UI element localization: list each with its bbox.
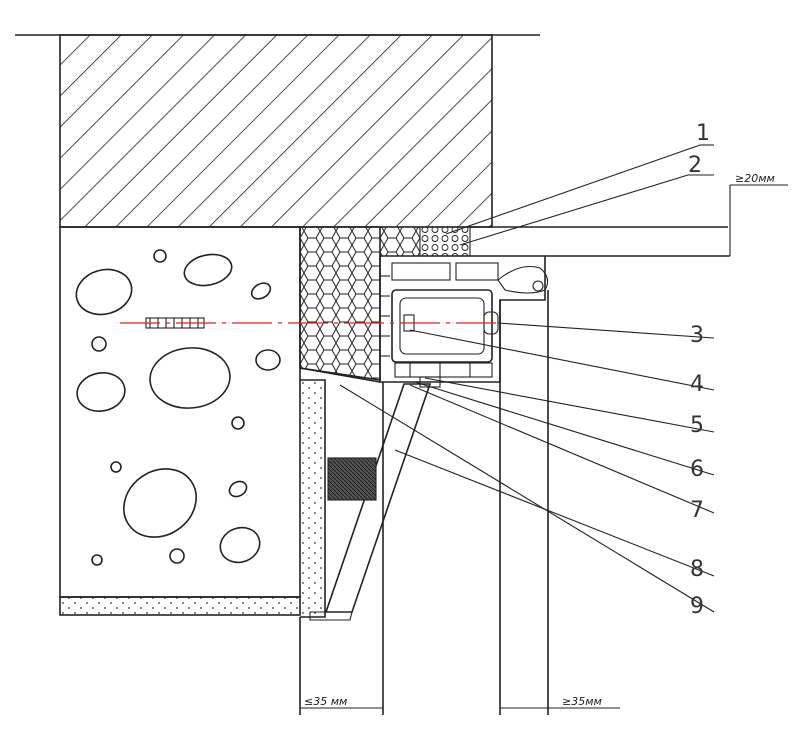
callout-4: 4 — [690, 372, 704, 397]
mounting-foam — [299, 226, 420, 381]
leader-lines — [339, 144, 715, 613]
dim-bottom-right-label: ≥35мм — [562, 695, 602, 708]
callout-7: 7 — [690, 498, 704, 523]
dim-top-right-label: ≥20мм — [735, 172, 775, 185]
callout-1: 1 — [696, 121, 710, 146]
callout-2: 2 — [688, 153, 702, 178]
plaster-layer — [300, 379, 326, 618]
callout-8: 8 — [690, 557, 704, 582]
callout-6: 6 — [690, 457, 704, 482]
callout-labels: 1 2 3 4 5 6 7 8 9 — [688, 121, 710, 619]
sealing-tape — [419, 226, 471, 257]
porous-wall-block — [59, 226, 301, 598]
dim-bottom-left-label: ≤35 мм — [304, 695, 347, 708]
callout-5: 5 — [690, 413, 704, 438]
sealant-block — [327, 457, 377, 501]
lintel-hatched — [59, 34, 493, 228]
bottom-plaster-strip — [59, 596, 301, 616]
callout-3: 3 — [690, 323, 704, 348]
callout-9: 9 — [690, 594, 704, 619]
inner-slope-edge — [299, 367, 381, 383]
window-frame-profile — [379, 255, 549, 383]
